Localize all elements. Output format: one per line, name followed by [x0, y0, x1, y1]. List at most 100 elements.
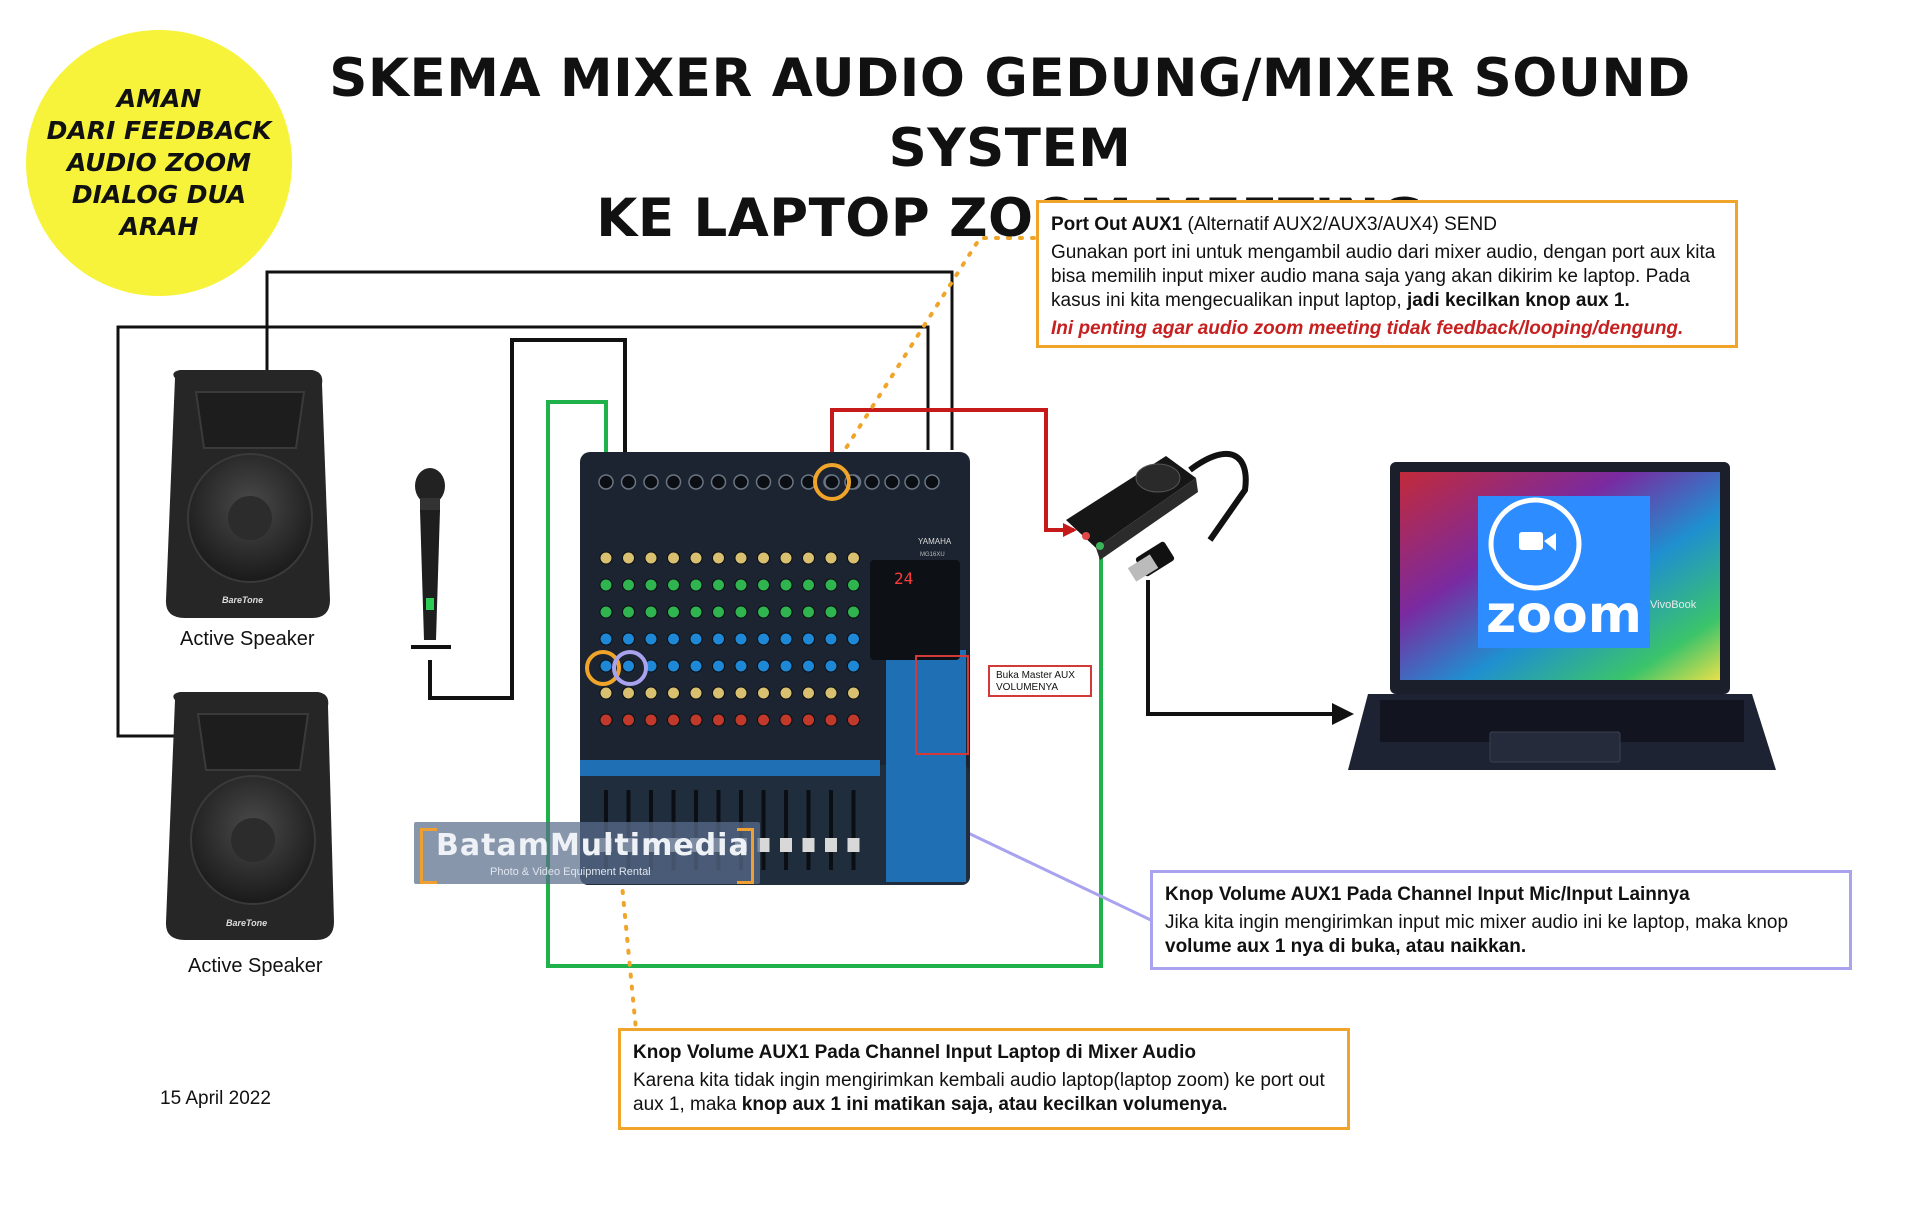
mixer-knob — [824, 713, 838, 727]
mixer-input-jack — [755, 474, 772, 490]
master-aux-highlight — [915, 655, 969, 755]
mixer-knob — [667, 578, 680, 592]
watermark: BatamMultimedia Photo & Video Equipment … — [414, 822, 760, 884]
svg-text:BareTone: BareTone — [226, 918, 267, 928]
svg-text:zoom: zoom — [1486, 585, 1642, 645]
mixer-knob — [599, 713, 613, 727]
port-out-leader — [830, 236, 1048, 472]
mixer-knob — [667, 686, 680, 700]
watermark-bracket-right — [737, 828, 754, 884]
mixer-knob — [779, 578, 793, 592]
mixer-knob — [667, 632, 680, 646]
watermark-main: BatamMultimedia — [436, 828, 750, 863]
mixer-knob — [734, 578, 748, 592]
mixer-knob — [689, 632, 703, 646]
mixer-knob — [847, 578, 860, 592]
mixer-output-jack — [904, 474, 920, 490]
speaker-cable-top — [262, 270, 954, 450]
laptop-channel-heading: Knop Volume AUX1 Pada Channel Input Lapt… — [633, 1042, 1196, 1063]
mic-channel-callout: Knop Volume AUX1 Pada Channel Input Mic/… — [1150, 870, 1852, 970]
mixer-fader-cap — [757, 838, 770, 852]
svg-text:VivoBook: VivoBook — [1650, 599, 1697, 611]
svg-text:YAMAHA: YAMAHA — [918, 537, 952, 546]
mixer-knob — [757, 578, 770, 592]
mixer-knob — [622, 578, 635, 592]
mixer-knob — [847, 605, 860, 619]
mixer-knob — [667, 713, 680, 727]
mixer-knob — [824, 605, 838, 619]
mic-channel-body: Jika kita ingin mengirimkan input mic mi… — [1165, 912, 1789, 933]
port-out-callout: Port Out AUX1 (Alternatif AUX2/AUX3/AUX4… — [1036, 200, 1738, 348]
mixer-knob — [712, 605, 725, 619]
mixer-knob — [802, 605, 815, 619]
laptop-channel-callout: Knop Volume AUX1 Pada Channel Input Lapt… — [618, 1028, 1350, 1130]
mixer-knob — [599, 632, 613, 646]
master-aux-note: Buka Master AUX VOLUMENYA — [988, 665, 1092, 697]
mixer-knob — [599, 605, 613, 619]
mixer-knob — [689, 551, 703, 565]
mixer-knob — [779, 632, 793, 646]
mixer-knob — [599, 659, 613, 673]
mixer-input-jack — [665, 474, 682, 490]
mixer-knob — [599, 578, 613, 592]
mic-channel-aux-highlight — [612, 650, 648, 686]
usb-sound-card — [1066, 450, 1249, 582]
mixer-knob — [757, 659, 770, 673]
mixer-input-jack — [688, 474, 704, 490]
mixer-knob — [622, 551, 635, 565]
mixer-knob — [802, 713, 815, 727]
port-out-heading-rest: (Alternatif AUX2/AUX3/AUX4) SEND — [1182, 214, 1497, 235]
mixer-knob — [824, 578, 838, 592]
date-label: 15 April 2022 — [160, 1088, 271, 1109]
master-aux-note-line-2: VOLUMENYA — [996, 682, 1059, 693]
mixer-knob — [622, 686, 635, 700]
mixer-knob — [847, 713, 860, 727]
mixer-knob — [779, 605, 793, 619]
mixer-knob — [712, 713, 725, 727]
mixer-knob — [622, 659, 635, 673]
audio-mixer: 24 YAMAHA MG16XU — [580, 452, 970, 885]
mixer-fader-cap — [780, 838, 792, 852]
zoom-logo: zoom — [1478, 496, 1650, 648]
mixer-knob — [757, 713, 770, 727]
mixer-knob — [847, 632, 860, 646]
mic-cable — [428, 338, 630, 700]
watermark-sub: Photo & Video Equipment Rental — [490, 866, 651, 878]
mixer-output-jack — [924, 474, 940, 490]
badge-line-5: ARAH — [119, 212, 199, 241]
mic-channel-body-bold: volume aux 1 nya di buka, atau naikkan. — [1165, 936, 1527, 957]
mixer-knob — [802, 551, 815, 565]
mixer-knob — [757, 686, 770, 700]
mixer-fader-cap — [847, 838, 860, 852]
mixer-input-jack — [643, 474, 659, 490]
mixer-input-jack — [598, 474, 614, 490]
mixer-knob — [644, 578, 658, 592]
badge-line-3: AUDIO ZOOM — [66, 148, 252, 177]
mixer-knob — [622, 632, 635, 646]
mixer-knob — [667, 659, 680, 673]
mixer-input-jack — [733, 474, 749, 490]
mixer-knob — [847, 659, 860, 673]
mixer-knob — [712, 686, 725, 700]
svg-text:24: 24 — [894, 569, 913, 588]
mixer-knob — [734, 659, 748, 673]
mixer-knob — [622, 713, 635, 727]
mixer-knob — [689, 659, 703, 673]
badge-line-2: DARI FEEDBACK — [46, 116, 272, 145]
aux1-out-highlight — [813, 463, 851, 501]
mixer-knob — [689, 713, 703, 727]
mixer-knob — [734, 632, 748, 646]
mixer-knob — [757, 632, 770, 646]
speaker-bottom-label: Active Speaker — [188, 955, 323, 977]
mixer-knob — [712, 632, 725, 646]
mixer-knob — [599, 686, 613, 700]
mixer-output-jack — [824, 474, 840, 490]
speaker-cable-bottom — [116, 325, 930, 741]
mixer-fader-track — [761, 790, 766, 870]
mixer-knob — [712, 659, 725, 673]
title-line-1: SKEMA MIXER AUDIO GEDUNG/MIXER SOUND SYS… — [329, 48, 1691, 179]
mic-channel-heading: Knop Volume AUX1 Pada Channel Input Mic/… — [1165, 884, 1690, 905]
mixer-knob — [847, 551, 860, 565]
speaker-top-label: Active Speaker — [180, 628, 315, 650]
